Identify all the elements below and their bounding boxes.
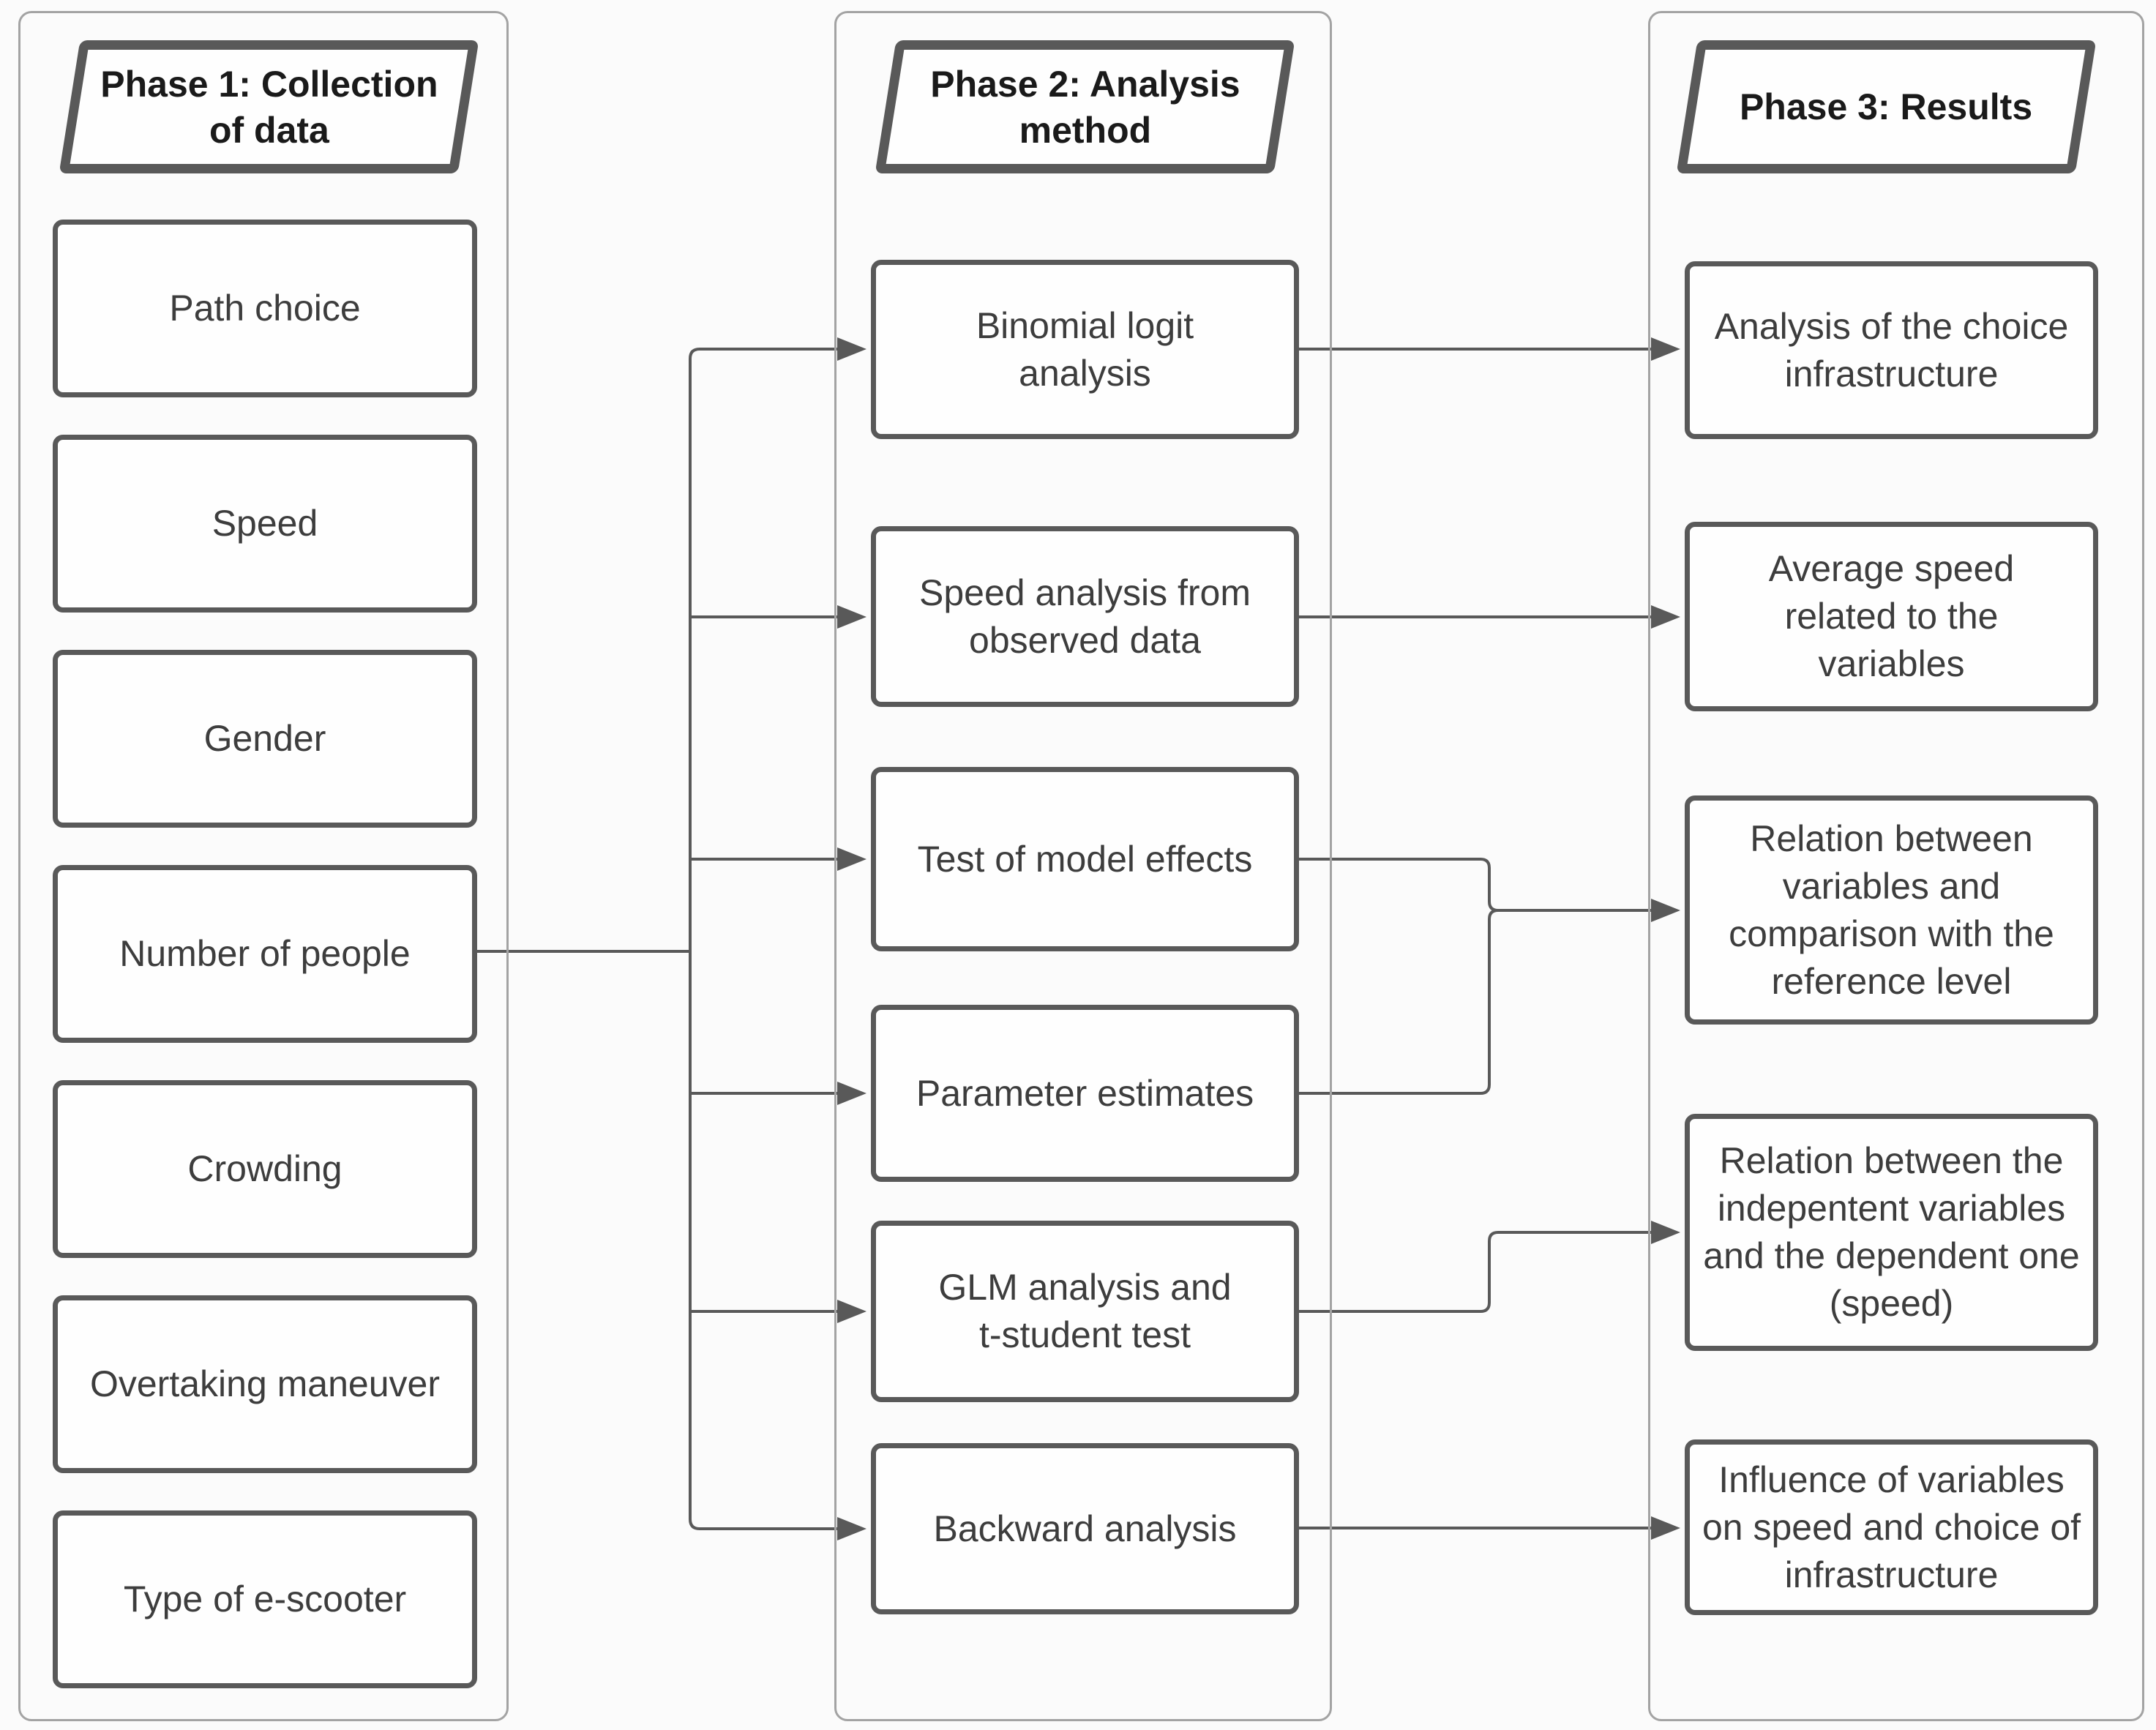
node-average-speed-related-variables: Average speed related to the variables: [1685, 522, 2098, 711]
node-speed-analysis-observed-data-label: Speed analysis from observed data: [918, 572, 1251, 661]
node-path-choice: Path choice: [53, 220, 477, 397]
phase3-header: Phase 3: Results: [1676, 40, 2097, 173]
phase1-header-label: Phase 1: Collection of data: [100, 63, 438, 151]
phase1-container: [18, 11, 509, 1721]
phase3-header-label: Phase 3: Results: [1740, 86, 2033, 127]
node-influence-variables-speed-choice: Influence of variables on speed and choi…: [1685, 1439, 2098, 1615]
node-speed-label: Speed: [212, 503, 318, 544]
node-path-choice-label: Path choice: [169, 288, 361, 329]
node-overtaking-maneuver-label: Overtaking maneuver: [89, 1363, 440, 1404]
node-backward-analysis-label: Backward analysis: [933, 1508, 1237, 1549]
node-binomial-logit-analysis-label: Binomial logit analysis: [976, 304, 1194, 394]
node-parameter-estimates: Parameter estimates: [871, 1005, 1299, 1182]
node-test-of-model-effects: Test of model effects: [871, 767, 1299, 951]
node-backward-analysis: Backward analysis: [871, 1443, 1299, 1614]
node-overtaking-maneuver: Overtaking maneuver: [53, 1295, 477, 1473]
node-analysis-choice-infrastructure: Analysis of the choice infrastructure: [1685, 261, 2098, 439]
node-relation-variables-reference-level: Relation between variables and compariso…: [1685, 795, 2098, 1025]
node-test-of-model-effects-label: Test of model effects: [917, 838, 1253, 880]
node-gender: Gender: [53, 650, 477, 828]
phase3-container: [1648, 11, 2144, 1721]
node-relation-independent-dependent-speed-label: Relation between the indepentent variabl…: [1703, 1140, 2080, 1324]
node-crowding-label: Crowding: [187, 1148, 343, 1189]
node-parameter-estimates-label: Parameter estimates: [916, 1072, 1254, 1114]
edge-test-of-model-effects-to-relation-variables: [1299, 858, 1680, 922]
phase1-header: Phase 1: Collection of data: [59, 40, 479, 173]
node-relation-variables-reference-level-label: Relation between variables and compariso…: [1729, 817, 2054, 1002]
node-glm-analysis-t-student-test-label: GLM analysis and t-student test: [938, 1267, 1232, 1355]
node-binomial-logit-analysis: Binomial logit analysis: [871, 260, 1299, 439]
node-speed: Speed: [53, 435, 477, 613]
node-type-of-e-scooter-label: Type of e-scooter: [123, 1579, 407, 1619]
phase2-container: [834, 11, 1332, 1721]
node-gender-label: Gender: [203, 718, 326, 759]
phase2-header-label: Phase 2: Analysis method: [929, 63, 1240, 151]
node-glm-analysis-t-student-test: GLM analysis and t-student test: [871, 1221, 1299, 1402]
node-type-of-e-scooter: Type of e-scooter: [53, 1510, 477, 1688]
node-average-speed-related-variables-label: Average speed related to the variables: [1768, 548, 2015, 684]
node-speed-analysis-observed-data: Speed analysis from observed data: [871, 526, 1299, 707]
edge-glm-to-relation-independent: [1299, 1221, 1680, 1313]
node-crowding: Crowding: [53, 1080, 477, 1258]
node-relation-independent-dependent-speed: Relation between the indepentent variabl…: [1685, 1114, 2098, 1351]
phase2-header: Phase 2: Analysis method: [875, 40, 1295, 173]
node-influence-variables-speed-choice-label: Influence of variables on speed and choi…: [1702, 1458, 2081, 1595]
node-analysis-choice-infrastructure-label: Analysis of the choice infrastructure: [1714, 305, 2069, 394]
node-number-of-people-label: Number of people: [119, 933, 411, 974]
node-number-of-people: Number of people: [53, 865, 477, 1043]
